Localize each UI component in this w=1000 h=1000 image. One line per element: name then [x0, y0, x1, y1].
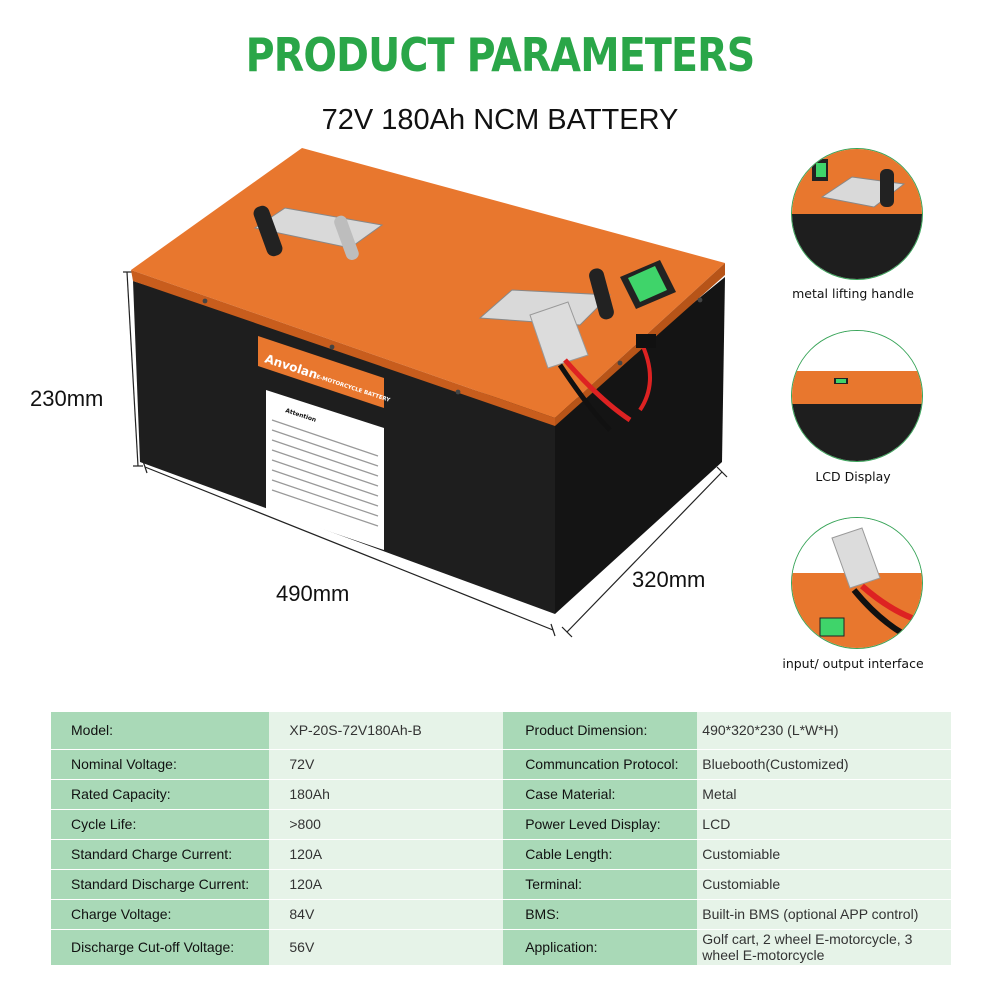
page-title: PRODUCT PARAMETERS — [245, 28, 756, 82]
handle-icon — [792, 149, 922, 279]
spec-value: Customiable — [697, 869, 951, 900]
spec-label: Cycle Life: — [51, 809, 270, 840]
dimension-lines — [123, 271, 728, 638]
height-dimension: 230mm — [30, 386, 104, 411]
spec-value: 120A — [269, 839, 504, 870]
width-dimension: 320mm — [632, 567, 706, 592]
spec-value: LCD — [697, 809, 951, 840]
spec-value: Built-in BMS (optional APP control) — [697, 899, 951, 930]
lcd-icon — [792, 331, 922, 461]
spec-label: Model: — [51, 712, 270, 750]
spec-label: Power Leved Display: — [503, 809, 698, 840]
handle-caption: metal lifting handle — [792, 286, 914, 301]
spec-label: Standard Charge Current: — [51, 839, 270, 870]
spec-value: 72V — [269, 749, 504, 780]
spec-value: Metal — [697, 779, 951, 810]
spec-label: Product Dimension: — [503, 712, 698, 750]
spec-value: 490*320*230 (L*W*H) — [697, 712, 951, 750]
spec-label: Case Material: — [503, 779, 698, 810]
spec-value: XP-20S-72V180Ah-B — [269, 712, 504, 750]
spec-label: Terminal: — [503, 869, 698, 900]
spec-value: 56V — [269, 929, 504, 966]
spec-value: 84V — [269, 899, 504, 930]
lcd-caption: LCD Display — [815, 469, 891, 484]
battery-illustration: Anvolan E-MOTORCYCLE BATTERY Attention — [123, 148, 728, 638]
spec-label: Cable Length: — [503, 839, 698, 870]
spec-value: 180Ah — [269, 779, 504, 810]
connector-icon — [792, 518, 922, 648]
length-dimension: 490mm — [276, 581, 350, 606]
spec-value: 120A — [269, 869, 504, 900]
connector-zoom — [791, 517, 923, 649]
spec-label: Charge Voltage: — [51, 899, 270, 930]
spec-label: Nominal Voltage: — [51, 749, 270, 780]
spec-label: Discharge Cut-off Voltage: — [51, 929, 270, 966]
spec-value: Golf cart, 2 wheel E-motorcycle, 3 wheel… — [697, 929, 951, 966]
spec-label: Application: — [503, 929, 698, 966]
lifting-handle-left — [253, 205, 384, 260]
spec-label: Rated Capacity: — [51, 779, 270, 810]
product-subtitle: 72V 180Ah NCM BATTERY — [321, 104, 679, 136]
handle-zoom — [791, 148, 923, 280]
spec-value: >800 — [269, 809, 504, 840]
spec-label: BMS: — [503, 899, 698, 930]
power-connector — [529, 301, 656, 432]
lcd-zoom — [791, 330, 923, 462]
spec-value: Bluebooth(Customized) — [697, 749, 951, 780]
spec-value: Customiable — [697, 839, 951, 870]
spec-label: Standard Discharge Current: — [51, 869, 270, 900]
spec-label: Communcation Protocol: — [503, 749, 698, 780]
connector-caption: input/ output interface — [782, 656, 924, 671]
